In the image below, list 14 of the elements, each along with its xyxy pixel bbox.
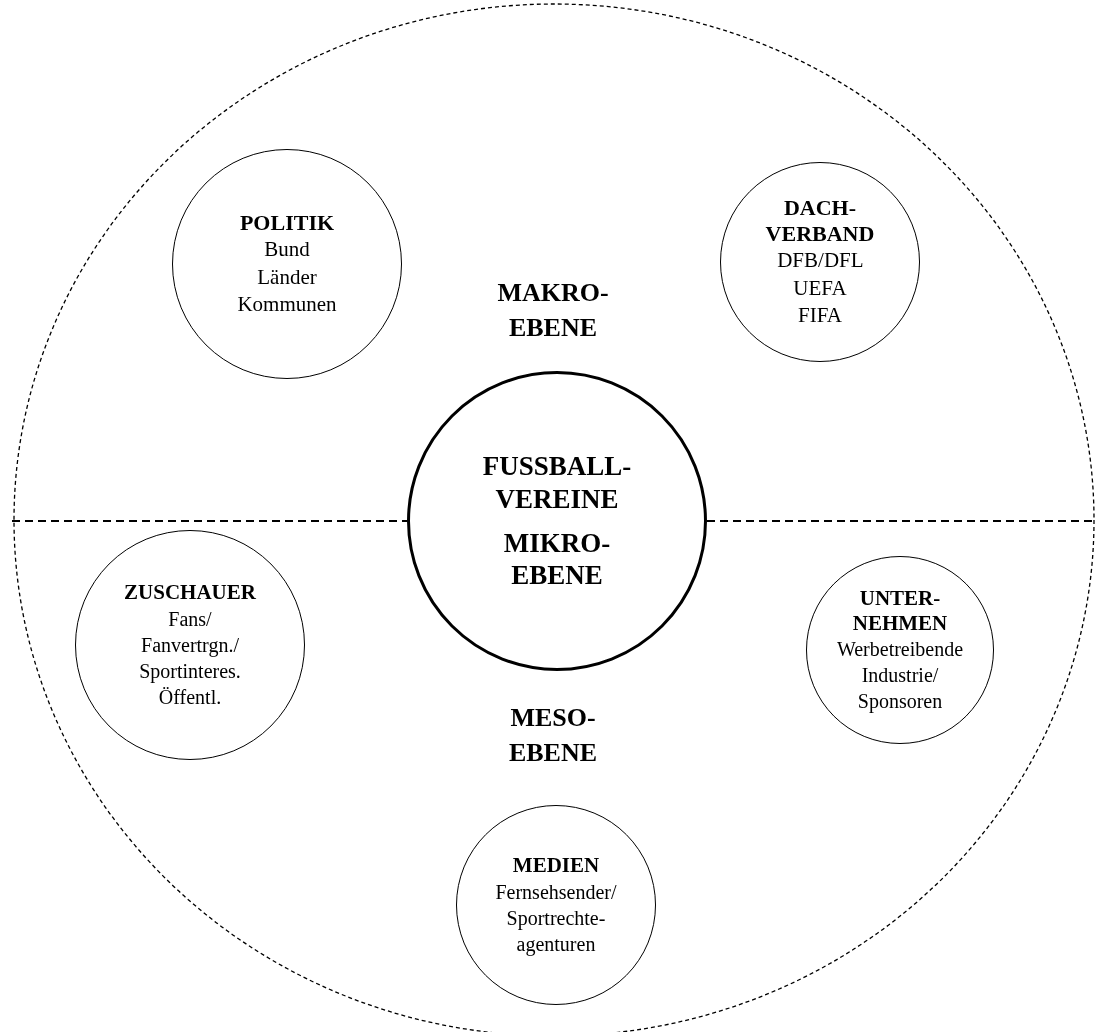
level-label: MESO-EBENE [508,701,598,769]
center-title: FUSSBALL-VEREINE [482,450,632,515]
circle-text: Fernsehsender/ Sportrechte-agenturen [495,879,617,957]
circle-heading: POLITIK [239,209,335,237]
circle-heading: MEDIEN [512,853,600,879]
circle-text: DFB/DFL UEFA FIFA [777,247,863,330]
level-label: MAKRO-EBENE [497,276,609,344]
circle-heading: UNTER-NEHMEN [852,585,948,637]
circle-heading: ZUSCHAUER [124,580,256,606]
circle-text: Bund Länder Kommunen [237,236,337,318]
circle-text: Werbetreibende Industrie/ Sponsoren [836,637,964,715]
circle-text: Fans/ Fanvertrgn./ Sportinteres. Öffentl. [139,606,241,710]
circle-heading: DACH-VERBAND [765,194,875,248]
level-label: MIKRO-EBENE [503,527,611,592]
